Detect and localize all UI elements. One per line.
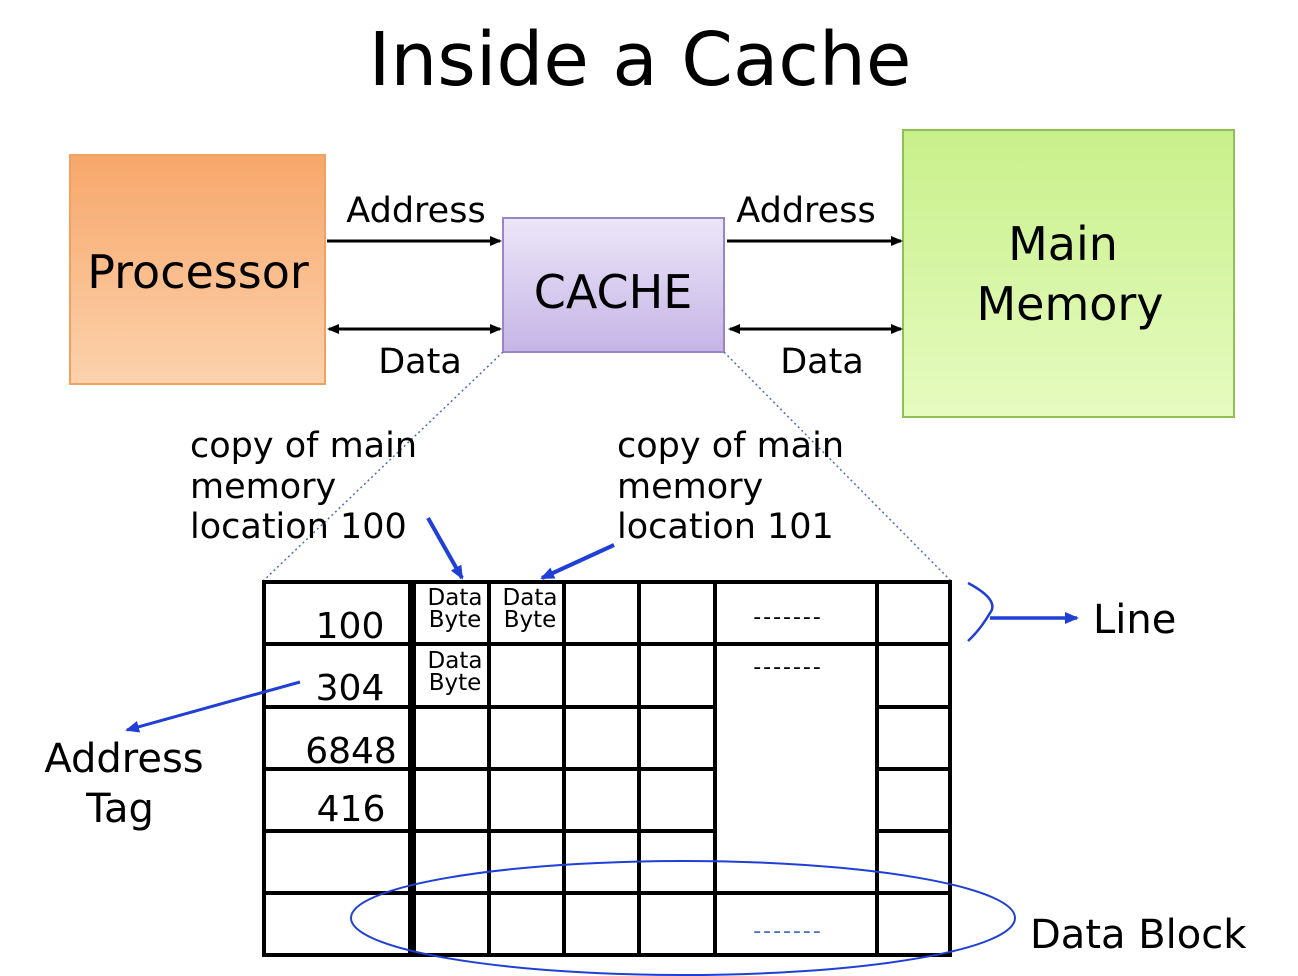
ellipsis-dashes: ------- <box>753 655 823 680</box>
data-byte-label-bottom: Byte <box>429 670 482 696</box>
zoom-line-left <box>261 351 504 583</box>
data-byte-label-bottom: Byte <box>504 607 557 633</box>
ellipsis-dashes: ------- <box>753 919 823 944</box>
note-101-line3: location 101 <box>617 507 834 547</box>
line-label: Line <box>1093 597 1176 643</box>
tag-cell: 304 <box>316 668 385 709</box>
main-memory-block: Main Memory <box>902 129 1235 418</box>
note-100-line2: memory <box>190 467 336 507</box>
processor-label: Processor <box>87 245 309 299</box>
cache-mem-data-label: Data <box>780 342 864 382</box>
data-byte-label-bottom: Byte <box>429 607 482 633</box>
main-memory-label-line2: Memory <box>976 277 1163 331</box>
pointer-arrow-100 <box>426 517 464 580</box>
note-101-line2: memory <box>617 467 763 507</box>
note-101-line1: copy of main <box>617 426 844 466</box>
address-tag-label-line2: Tag <box>85 786 154 832</box>
cache-mem-address-label: Address <box>736 191 875 231</box>
note-location-100: copy of main memory location 100 <box>190 426 417 547</box>
data-byte-label-top: Data <box>428 585 483 611</box>
processor-block: Processor <box>69 154 326 385</box>
line-bracket <box>967 581 994 642</box>
cache-table: 100 304 6848 416 Data Byte Data Byte Dat… <box>262 580 952 957</box>
pointer-arrow-101 <box>540 543 615 580</box>
address-tag-arrow <box>125 680 301 733</box>
note-100-line1: copy of main <box>190 426 417 466</box>
data-block-ellipse <box>350 860 1016 976</box>
tag-cell: 6848 <box>305 731 397 772</box>
main-memory-label-line1: Main <box>1008 217 1118 271</box>
tag-cell: 416 <box>317 789 386 830</box>
cache-block: CACHE <box>502 217 725 353</box>
zoom-line-right <box>723 351 953 583</box>
proc-cache-data-label: Data <box>378 342 462 382</box>
proc-cache-address-label: Address <box>346 191 485 231</box>
page-title: Inside a Cache <box>369 17 912 103</box>
address-tag-label-line1: Address <box>44 736 203 782</box>
data-block-label: Data Block <box>1030 912 1247 958</box>
data-byte-label-top: Data <box>503 585 558 611</box>
data-byte-label-top: Data <box>428 648 483 674</box>
tag-cell: 100 <box>316 606 385 647</box>
note-100-line3: location 100 <box>190 507 407 547</box>
cache-label: CACHE <box>534 265 693 319</box>
ellipsis-dashes: ------- <box>753 605 823 630</box>
note-location-101: copy of main memory location 101 <box>617 426 844 547</box>
